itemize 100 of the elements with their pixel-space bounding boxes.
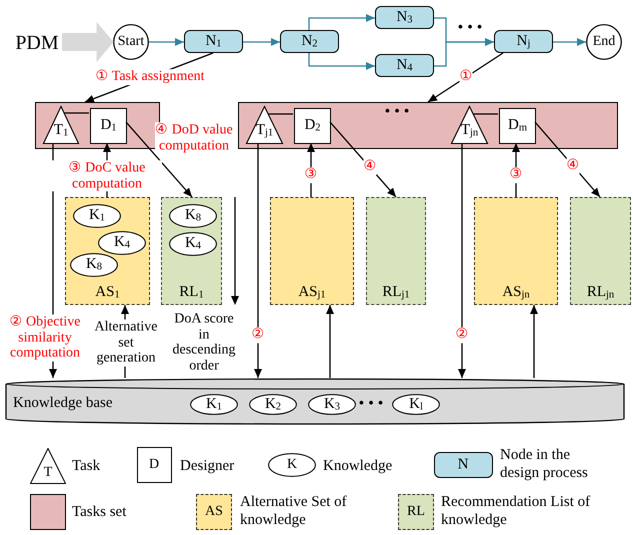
legend-text: Recommendation List of knowledge [441, 493, 592, 529]
alternative-set-box [474, 197, 558, 305]
legend-symbol-letter: T [44, 465, 52, 481]
edge-label: ① Task assignment [96, 69, 204, 85]
node-text: N$_{3}$ [396, 8, 413, 26]
knowledge-ellipse [73, 204, 121, 228]
ellipsis: • • • [384, 103, 410, 121]
end-circle [586, 24, 622, 60]
recommendation-list-box [570, 197, 631, 305]
arrow [126, 122, 192, 198]
annotation-text: DoA score in descending order [172, 312, 236, 374]
node-text: K$_{1}$ [88, 207, 106, 225]
legend-symbol-letter: RL [407, 504, 425, 520]
process-node [375, 54, 434, 77]
node-text: N$_{2}$ [301, 32, 318, 50]
knowledge-ellipse [169, 204, 217, 228]
node-text: RL$_{j1}$ [382, 284, 410, 301]
knowledge-ellipse [308, 394, 356, 415]
node-text: N$_{1}$ [205, 32, 222, 50]
legend-text: Node in the design process [500, 446, 589, 482]
node-text: Start [118, 34, 144, 50]
edge-label: ④ [364, 159, 376, 175]
arrow [326, 305, 334, 378]
node-text: K$_{3}$ [324, 396, 340, 414]
arrow [458, 143, 466, 378]
edge-label: ② [456, 327, 468, 343]
legend-symbol-letter: K [286, 457, 298, 473]
node-text: D$_{m}$ [508, 117, 527, 135]
connector-line [268, 113, 293, 115]
node-text: D$_{1}$ [100, 117, 117, 135]
alternative-set-box [270, 197, 354, 305]
knowledge-base-cylinder [5, 378, 625, 425]
node-text: K$_{4}$ [184, 235, 202, 253]
arrow [243, 38, 280, 46]
alternative-set-box [65, 197, 150, 305]
designer-box [499, 108, 536, 144]
designer-box [90, 108, 127, 144]
designer-box [294, 108, 331, 144]
edge-label: ① [460, 69, 472, 85]
knowledge-ellipse [169, 232, 217, 256]
node-text: AS$_{jn}$ [502, 284, 530, 301]
legend-text: Designer [180, 457, 234, 475]
node-text: T$_{1}$ [54, 122, 68, 139]
edge-label: ② [252, 327, 264, 343]
edge-label: ④ DoD value computation [155, 122, 233, 154]
start-circle [113, 24, 149, 60]
node-text: RL$_{jn}$ [586, 284, 614, 301]
legend-text: Knowledge [323, 457, 392, 475]
recommendation-list-box [366, 197, 426, 305]
legend-symbol-letter: N [458, 456, 468, 474]
edge-label: ③ [304, 167, 318, 183]
connector-line [472, 113, 498, 115]
arrow [149, 38, 184, 46]
node-text: K$_{1}$ [206, 396, 222, 414]
arrow [428, 52, 504, 103]
node-text: RL$_{1}$ [179, 284, 204, 301]
ellipsis: • • • [458, 19, 482, 37]
arrow [553, 38, 586, 46]
task-triangle [451, 106, 488, 144]
process-node [375, 6, 434, 29]
knowledge-ellipse [249, 394, 297, 415]
arrow [330, 122, 396, 198]
knowledge-ellipse [70, 253, 118, 277]
node-text: T$_{jn}$ [460, 122, 478, 139]
node-text: K$_{8}$ [86, 256, 102, 274]
node-text: AS$_{j1}$ [298, 284, 326, 301]
knowledge-ellipse [98, 231, 146, 255]
node-text: D$_{2}$ [304, 117, 321, 135]
edge-label: ③ DoC value computation [52, 160, 162, 192]
process-node [280, 30, 339, 53]
arrow [254, 143, 262, 378]
node-text: End [592, 34, 616, 50]
node-text: K$_{4}$ [114, 234, 130, 252]
process-node [184, 30, 243, 53]
knowledge-ellipse [190, 394, 238, 415]
connector-line [64, 112, 89, 114]
process-node [494, 30, 553, 53]
node-text: K$_{2}$ [264, 396, 282, 414]
node-text: Knowledge base [13, 395, 113, 412]
node-text: N$_{4}$ [396, 56, 413, 74]
task-triangle [43, 106, 79, 144]
arrow [534, 122, 600, 198]
arrow [530, 305, 538, 378]
edge-label: ④ [566, 158, 580, 174]
recommendation-list-box [161, 197, 222, 305]
block-arrow [62, 22, 114, 62]
node-text: N$_{j}$ [516, 32, 530, 50]
legend-text: Task [72, 457, 100, 475]
node-text: AS$_{1}$ [95, 284, 120, 301]
legend-symbol-letter: D [148, 457, 160, 473]
edge-label: ③ [510, 167, 522, 183]
legend-text: Tasks set [72, 503, 126, 521]
ellipsis: • • • [358, 395, 384, 413]
node-text: PDM [15, 32, 59, 54]
task-triangle [246, 106, 283, 144]
tasks-set-box [238, 102, 618, 149]
node-text: K$_{l}$ [409, 396, 423, 414]
node-text: K$_{8}$ [184, 207, 202, 225]
knowledge-ellipse [392, 394, 440, 415]
legend-symbol-letter: AS [205, 504, 223, 520]
